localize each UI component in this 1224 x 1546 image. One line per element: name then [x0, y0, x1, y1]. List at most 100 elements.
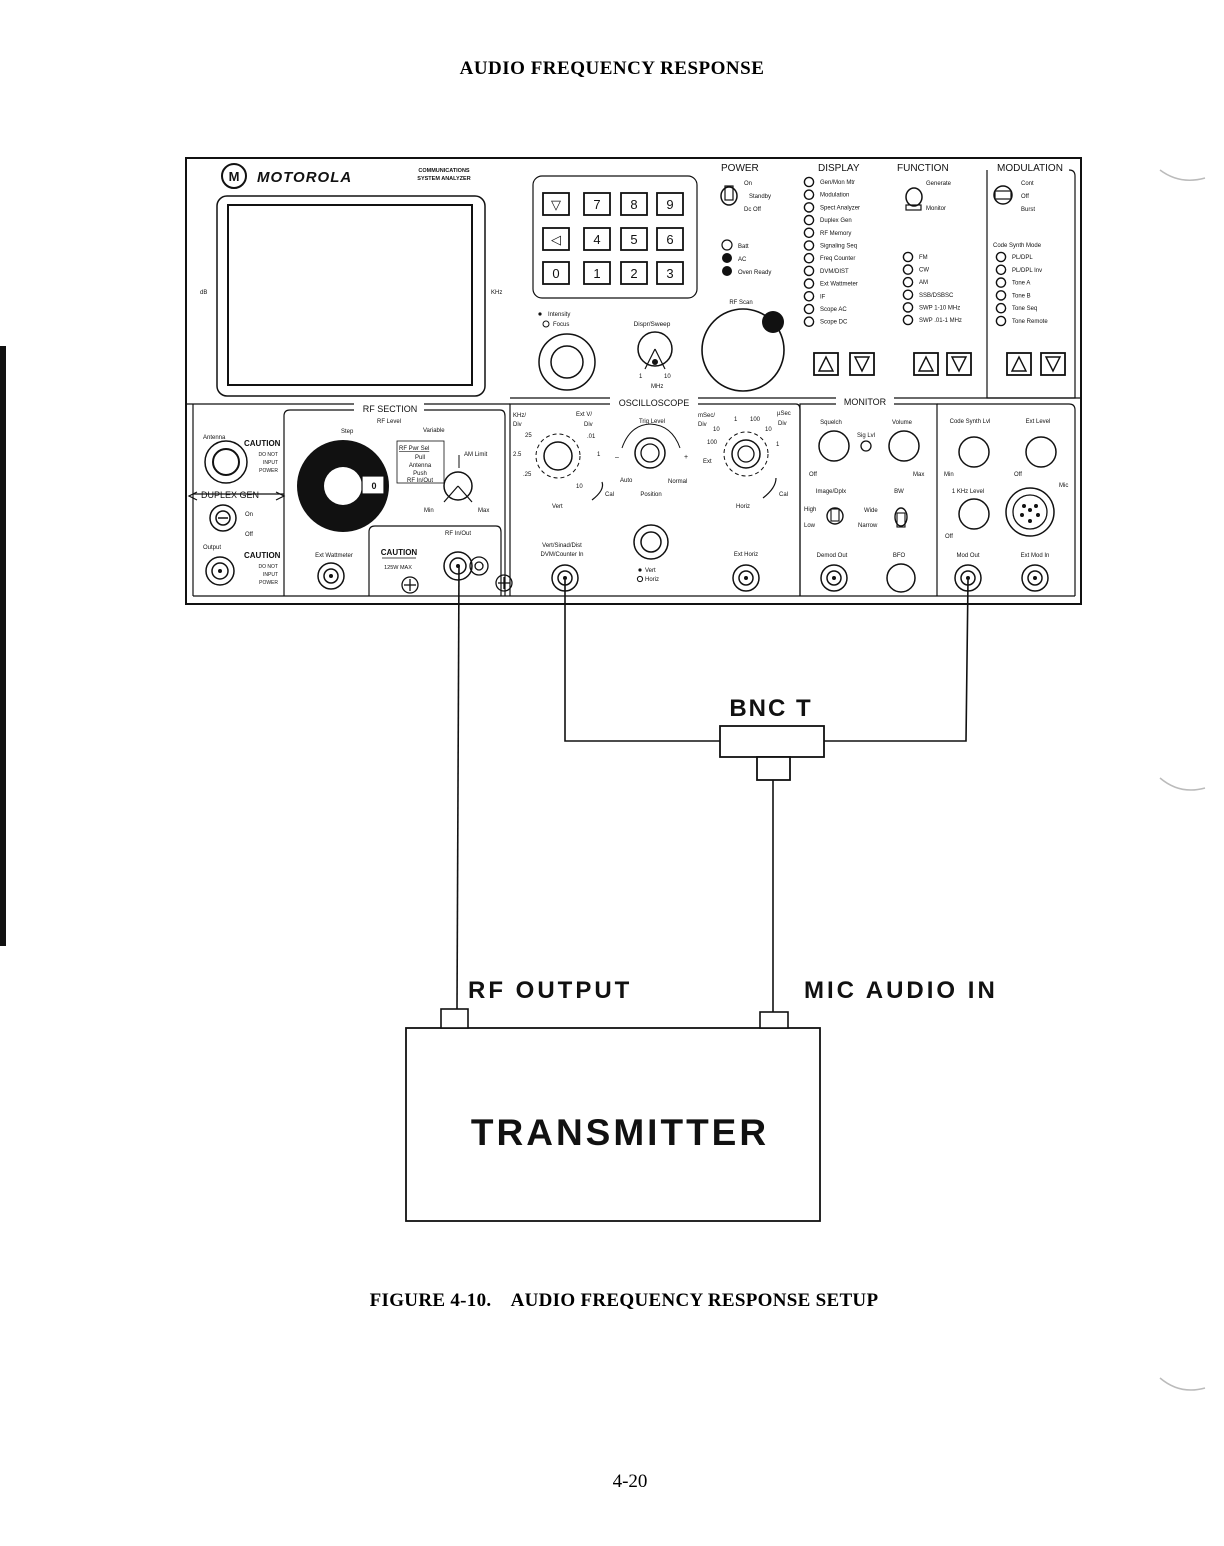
image-dplx-switch-icon[interactable] [826, 507, 844, 525]
power-switch-icon[interactable] [720, 185, 738, 206]
time-100-label: 100 [750, 417, 761, 423]
ext-level-off-label: Off [1014, 472, 1022, 478]
rf-scan-knob[interactable] [701, 308, 785, 392]
code-synth-mode-indicator[interactable] [995, 277, 1007, 288]
modulation-switch-icon[interactable] [993, 185, 1013, 205]
function-switch-icon[interactable] [905, 187, 923, 211]
display-select-indicator[interactable] [803, 202, 815, 213]
code-synth-mode-indicator[interactable] [995, 290, 1007, 301]
horiz-knob[interactable] [731, 439, 761, 469]
display-select-indicator[interactable] [803, 290, 815, 302]
display-select-indicator[interactable] [803, 176, 815, 188]
ext-level-knob[interactable] [1025, 436, 1057, 468]
intensity-focus-knob-outer[interactable] [538, 333, 596, 391]
trig-level-label: Trig Level [639, 419, 665, 425]
keypad-key[interactable]: 5 [620, 227, 648, 251]
up-arrow-button[interactable] [913, 352, 939, 376]
function-mode-indicator[interactable] [902, 289, 914, 301]
keypad-key[interactable]: 6 [656, 227, 684, 251]
code-synth-mode-indicator[interactable] [995, 251, 1007, 263]
keypad-key[interactable]: 8 [620, 192, 648, 216]
display-select-indicator[interactable] [803, 316, 815, 328]
demod-out-connector-icon[interactable] [820, 564, 848, 592]
page-heading: AUDIO FREQUENCY RESPONSE [459, 58, 765, 79]
keypad-key[interactable]: ▽ [542, 192, 570, 216]
function-mode-indicator[interactable] [902, 302, 914, 313]
code-synth-mode-indicator[interactable] [995, 264, 1007, 276]
display-select-indicator[interactable] [803, 214, 815, 226]
focus-marker [542, 320, 550, 328]
usec-label: µSec [777, 411, 791, 417]
code-synth-lvl-label: Code Synth Lvl [950, 419, 991, 425]
function-monitor-label: Monitor [926, 206, 946, 212]
ext-wattmeter-connector-icon[interactable] [317, 562, 345, 590]
bw-switch-icon[interactable] [894, 507, 908, 528]
keypad-key[interactable]: 1 [583, 261, 611, 285]
msec-div-label: Div [698, 422, 707, 428]
volume-knob[interactable] [888, 430, 920, 462]
vert-knob[interactable] [543, 441, 573, 471]
keypad-key[interactable]: 0 [542, 261, 570, 285]
down-arrow-button[interactable] [1040, 352, 1066, 376]
dispr-sweep-knob[interactable] [637, 331, 673, 367]
display-select-indicator[interactable] [803, 278, 815, 289]
keypad-key[interactable]: 3 [656, 261, 684, 285]
down-arrow-button[interactable] [946, 352, 972, 376]
low-label: Low [804, 523, 816, 529]
keypad-key[interactable]: ◁ [542, 227, 570, 251]
function-mode-indicator[interactable] [902, 314, 914, 326]
display-select-indicator[interactable] [803, 189, 815, 200]
code-synth-mode-indicator[interactable] [995, 302, 1007, 314]
dispr-sweep-label: Dispr/Sweep [634, 321, 671, 328]
mic-connector-icon[interactable] [1005, 487, 1055, 537]
intensity-marker [538, 312, 542, 316]
function-mode-label: AM [919, 280, 928, 286]
crt-screen [227, 204, 473, 386]
up-arrow-button[interactable] [1006, 352, 1032, 376]
cables [456, 565, 969, 1012]
ext-mod-in-connector-icon[interactable] [1021, 564, 1049, 592]
keypad-key[interactable]: 7 [583, 192, 611, 216]
khz-div-label: KHz/ [513, 413, 526, 419]
keypad-key-label: 1 [593, 266, 600, 281]
antenna-power-label: POWER [259, 468, 278, 474]
antenna-connector-icon[interactable] [204, 440, 248, 484]
function-mode-indicator[interactable] [902, 276, 914, 288]
output-connector-icon[interactable] [205, 556, 235, 586]
display-select-indicator[interactable] [803, 252, 815, 264]
khz-level-knob[interactable] [958, 498, 990, 530]
function-mode-indicator[interactable] [902, 251, 914, 263]
keypad-key[interactable]: 9 [656, 192, 684, 216]
up-arrow-icon [917, 355, 935, 372]
display-select-indicator[interactable] [803, 240, 815, 251]
rf-level-variable-knob[interactable] [443, 471, 473, 501]
antenna-do-not-label: DO NOT [259, 452, 278, 458]
display-select-indicator[interactable] [803, 265, 815, 277]
function-mode-label: SWP 1-10 MHz [919, 305, 960, 311]
code-synth-mode-label: Tone B [1012, 293, 1031, 299]
mic-audio-in-jack [759, 1011, 789, 1029]
usec-div-label: Div [778, 421, 787, 427]
normal-label: Normal [668, 479, 687, 485]
am-limit-label: AM Limit [464, 452, 488, 458]
duplex-gen-switch-icon[interactable] [209, 504, 237, 532]
display-select-indicator[interactable] [803, 303, 815, 315]
code-synth-mode-indicator[interactable] [995, 315, 1007, 327]
function-mode-indicator[interactable] [902, 264, 914, 275]
mod-out-label: Mod Out [956, 553, 979, 559]
position-knob[interactable] [633, 524, 669, 560]
bfo-knob[interactable] [886, 563, 916, 593]
keypad-key-label: 5 [630, 232, 637, 247]
up-arrow-button[interactable] [813, 352, 839, 376]
down-arrow-button[interactable] [849, 352, 875, 376]
rf-level-step-knob-hub [324, 467, 362, 505]
code-synth-lvl-knob[interactable] [958, 436, 990, 468]
keypad-key[interactable]: 2 [620, 261, 648, 285]
trig-level-knob[interactable] [634, 437, 666, 469]
rf-in-out-connector-icon[interactable] [443, 551, 473, 581]
rf-aux-connector-icon [469, 556, 489, 576]
keypad-key[interactable]: 4 [583, 227, 611, 251]
display-select-indicator[interactable] [803, 227, 815, 239]
squelch-knob[interactable] [818, 430, 850, 462]
ext-horiz-connector-icon[interactable] [732, 564, 760, 592]
